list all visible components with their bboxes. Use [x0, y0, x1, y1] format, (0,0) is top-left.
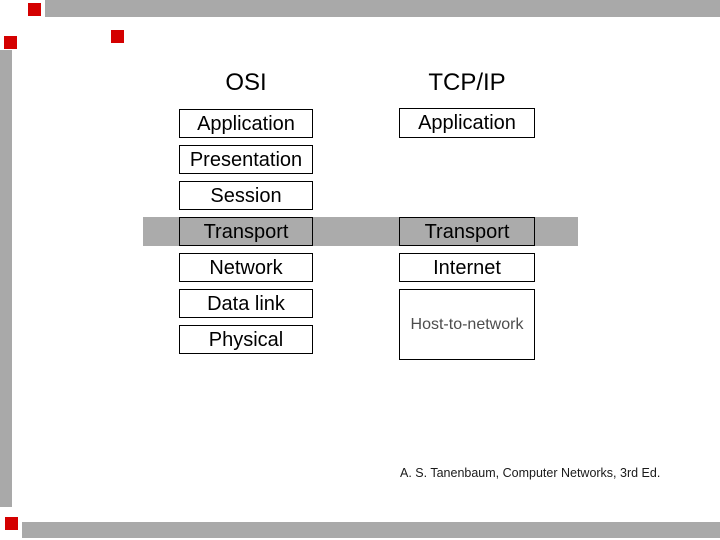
tcpip-layer-label: Transport [424, 220, 510, 243]
osi-layer-label: Presentation [189, 148, 303, 171]
red-accent-square-bottom [5, 517, 18, 530]
book-citation: A. S. Tanenbaum, Computer Networks, 3rd … [400, 466, 661, 480]
tcpip-layer-host-to-network: Host-to-network [399, 289, 535, 360]
osi-layer-transport: Transport [179, 217, 313, 246]
tcpip-layer-application: Application [399, 108, 535, 138]
tcpip-column-title: TCP/IP [428, 69, 506, 96]
osi-layer-presentation: Presentation [179, 145, 313, 174]
tcpip-layer-label: Internet [433, 256, 501, 279]
osi-layer-session: Session [179, 181, 313, 210]
tcpip-layer-internet: Internet [399, 253, 535, 282]
osi-layer-network: Network [179, 253, 313, 282]
transport-highlight-band [143, 217, 578, 246]
osi-column-title: OSI [225, 69, 267, 96]
red-accent-square-upper-mid [111, 30, 124, 43]
osi-layer-label: Network [209, 256, 283, 279]
osi-layer-label: Application [197, 112, 295, 135]
osi-layer-application: Application [179, 109, 313, 138]
tcpip-layer-transport: Transport [399, 217, 535, 246]
red-accent-square-top [28, 3, 41, 16]
red-accent-square-left [4, 36, 17, 49]
tcpip-layer-label: Host-to-network [410, 315, 524, 333]
tcpip-layer-label: Application [418, 112, 516, 134]
osi-layer-data-link: Data link [179, 289, 313, 318]
osi-layer-label: Physical [208, 328, 284, 351]
frame-bar-top [45, 0, 720, 17]
osi-layer-label: Transport [203, 220, 289, 243]
osi-layer-physical: Physical [179, 325, 313, 354]
frame-bar-bottom [22, 522, 720, 538]
frame-bar-left [0, 50, 12, 507]
osi-layer-label: Session [210, 184, 282, 207]
osi-layer-label: Data link [207, 292, 285, 315]
